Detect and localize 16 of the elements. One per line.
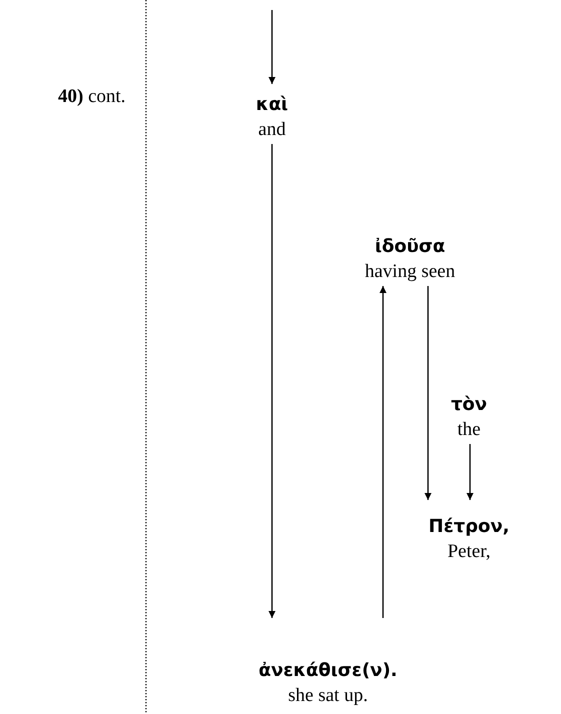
greek-word: τὸν: [450, 393, 488, 417]
greek-word: Πέτρον,: [428, 515, 510, 539]
greek-word: καὶ: [256, 93, 288, 117]
english-gloss: the: [457, 418, 481, 442]
arrow: [268, 10, 276, 84]
english-gloss: she sat up.: [288, 684, 368, 708]
arrow: [380, 286, 386, 618]
section-number: 40) cont.: [58, 86, 126, 108]
english-gloss: and: [258, 118, 286, 142]
english-gloss: having seen: [364, 260, 456, 284]
arrow: [466, 444, 474, 500]
greek-word: ἀνεκάθισε(ν).: [258, 659, 398, 683]
greek-word: ἰδοῦσα: [374, 235, 446, 259]
english-gloss: Peter,: [447, 540, 491, 564]
arrow: [268, 144, 276, 618]
arrow: [424, 286, 432, 500]
